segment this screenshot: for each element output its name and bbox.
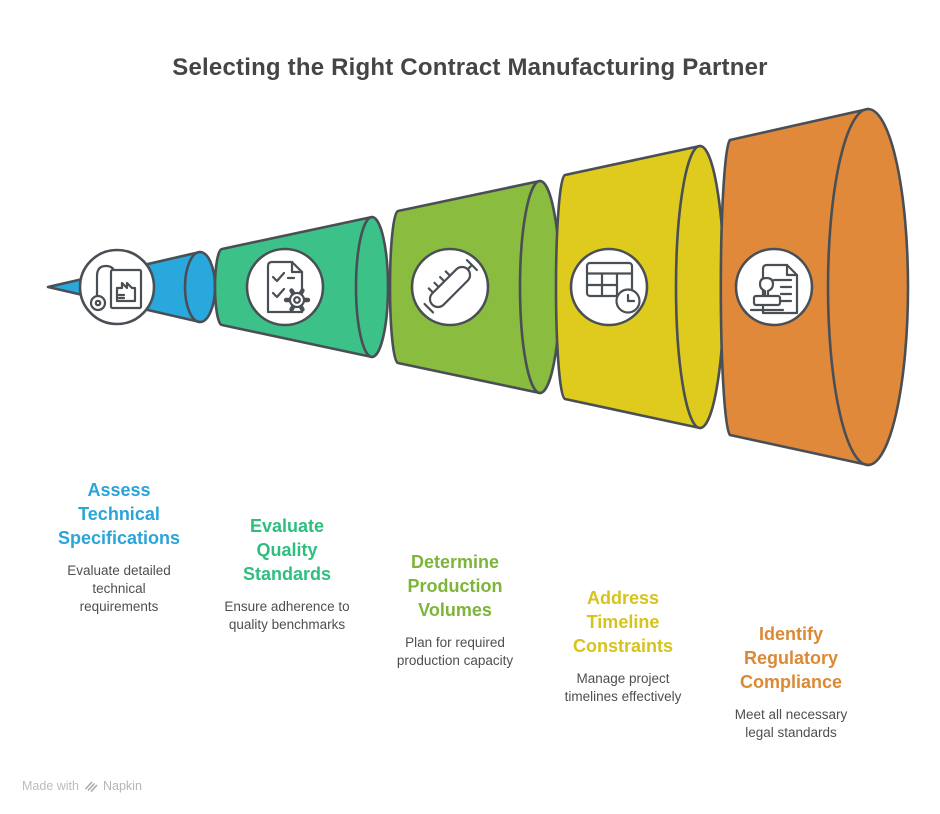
stage-description-1: Evaluate detailed technical requirements <box>67 563 171 614</box>
stage-4-heading-line: Timeline <box>586 612 660 632</box>
stage-heading-2: Evaluate Quality Standards <box>197 514 377 586</box>
stage-description-4: Manage project timelines effectively <box>564 671 682 704</box>
segment-3-rim <box>518 179 542 395</box>
stage-1-heading-line: Specifications <box>57 528 181 548</box>
stage-heading-1: Assess Technical Specifications <box>29 478 209 550</box>
stage-label-4: Address Timeline Constraints Manage proj… <box>533 586 713 706</box>
syringe-icon <box>410 247 490 327</box>
stage-5-heading-line: Regulatory <box>743 648 839 668</box>
segment-5-rim <box>826 107 870 467</box>
table-clock-icon <box>569 247 649 327</box>
stage-2-heading-line: Standards <box>242 564 332 584</box>
stage-heading-4: Address Timeline Constraints <box>533 586 713 658</box>
stage-label-3: Determine Production Volumes Plan for re… <box>365 550 545 670</box>
napkin-brand-label: Napkin <box>102 779 142 793</box>
stage-1-heading-line: Technical <box>78 504 160 524</box>
made-with-napkin-credit: Made with Napkin <box>22 779 142 793</box>
stage-heading-3: Determine Production Volumes <box>365 550 545 622</box>
stage-description-2: Ensure adherence to quality benchmarks <box>224 599 350 632</box>
stage-3-heading-line: Volumes <box>418 600 492 620</box>
diagram-title: Selecting the Right Contract Manufacturi… <box>172 54 768 81</box>
stage-label-2: Evaluate Quality Standards Ensure adhere… <box>197 514 377 634</box>
stage-5-heading-line: Identify <box>758 624 823 644</box>
stage-label-1: Assess Technical Specifications Evaluate… <box>29 478 209 616</box>
stage-4-heading-line: Constraints <box>572 636 673 656</box>
stage-description-3: Plan for required production capacity <box>396 635 514 668</box>
blueprint-icon <box>78 248 156 326</box>
stage-heading-5: Identify Regulatory Compliance <box>701 622 881 694</box>
stage-5-heading-line: Compliance <box>739 672 843 692</box>
stamp-document-icon <box>734 247 814 327</box>
stage-1-heading-line: Assess <box>87 480 151 500</box>
stage-2-heading-line: Quality <box>256 540 318 560</box>
funnel-diagram <box>46 107 910 467</box>
stage-4-heading-line: Address <box>586 588 660 608</box>
stage-description-5: Meet all necessary legal standards <box>734 707 848 740</box>
napkin-logo-icon <box>85 781 98 792</box>
stage-label-5: Identify Regulatory Compliance Meet all … <box>701 622 881 742</box>
stage-3-heading-line: Production <box>407 576 503 596</box>
stage-3-heading-line: Determine <box>410 552 500 572</box>
made-with-label: Made with <box>22 779 79 793</box>
funnel-segment-5 <box>719 107 910 467</box>
checklist-gear-icon <box>245 247 325 327</box>
segment-5-body <box>719 107 910 467</box>
segment-2-rim <box>354 215 374 359</box>
segment-4-rim <box>674 144 702 430</box>
stage-2-heading-line: Evaluate <box>249 516 325 536</box>
segment-1-rim <box>183 250 202 324</box>
